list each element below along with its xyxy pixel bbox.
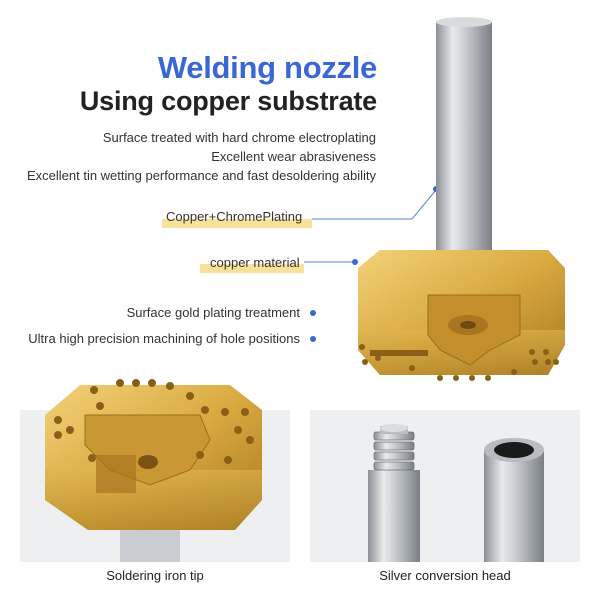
bullet-dot xyxy=(310,336,316,342)
plating-highlight xyxy=(162,219,312,228)
feature-line-2: Excellent wear abrasiveness xyxy=(211,149,376,164)
plating-label: Copper+ChromePlating xyxy=(166,209,303,224)
caption-conversion-head: Silver conversion head xyxy=(379,568,511,583)
precision-callout: Ultra high precision machining of hole p… xyxy=(28,331,300,346)
material-highlight xyxy=(200,264,304,273)
gold-plating-callout: Surface gold plating treatment xyxy=(126,305,300,320)
page-title: Welding nozzle xyxy=(157,50,377,85)
bullet-dot xyxy=(310,310,316,316)
caption-soldering-tip: Soldering iron tip xyxy=(106,568,204,583)
page-subtitle: Using copper substrate xyxy=(79,86,377,116)
feature-line-3: Excellent tin wetting performance and fa… xyxy=(26,168,376,183)
feature-line-1: Surface treated with hard chrome electro… xyxy=(102,130,376,145)
material-label: copper material xyxy=(210,255,300,270)
